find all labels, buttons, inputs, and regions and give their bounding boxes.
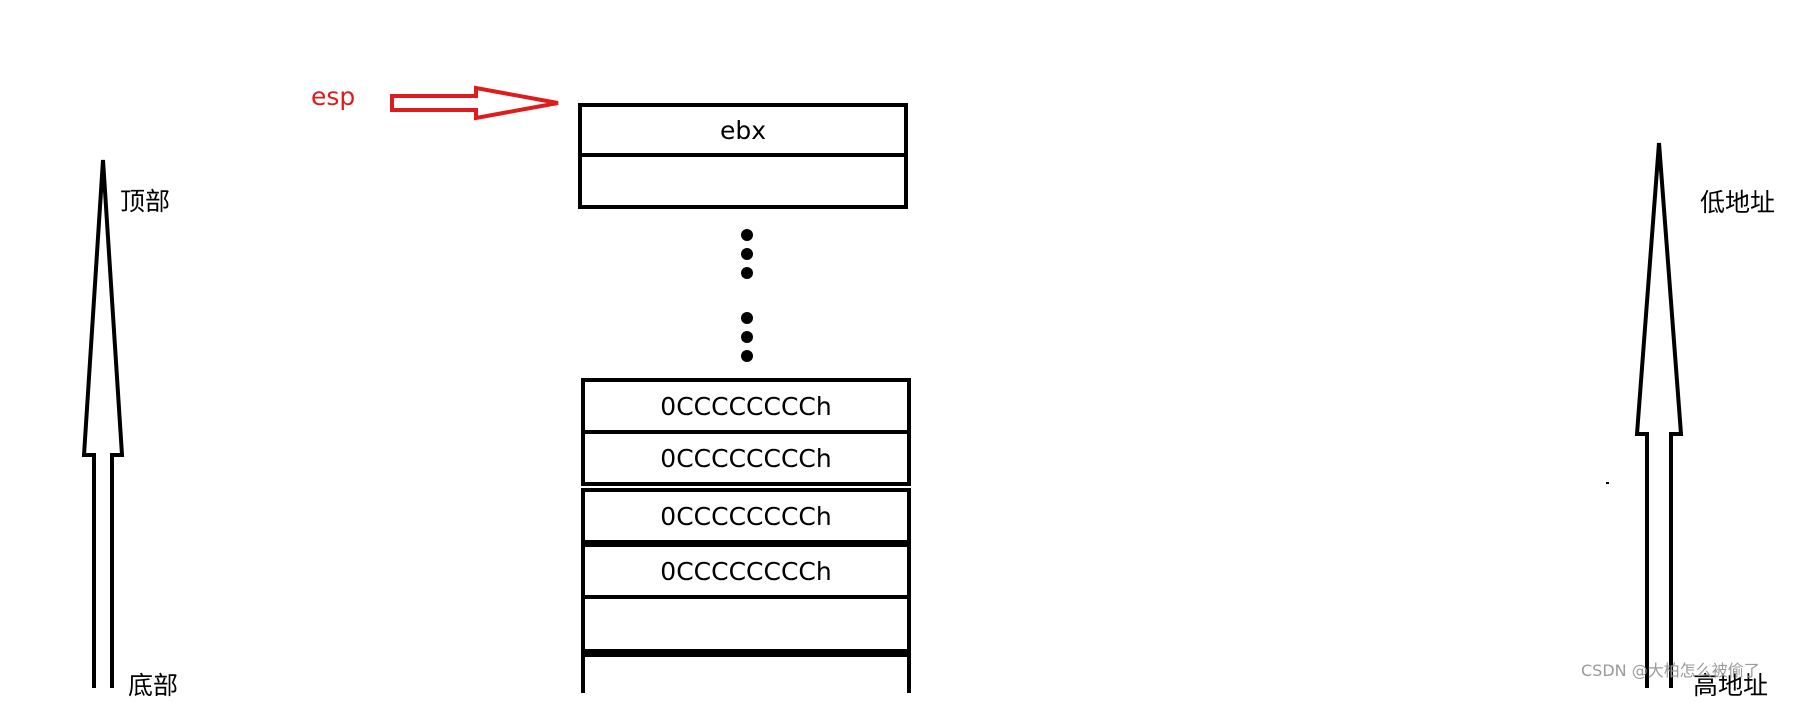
stack-cell-value: 0CCCCCCCCh	[581, 378, 911, 434]
ellipsis-dot	[741, 267, 753, 279]
stack-cell-value: 0CCCCCCCCh	[581, 430, 911, 486]
left-direction-arrow	[81, 159, 125, 688]
stack-cell-ebx: ebx	[578, 103, 908, 157]
ellipsis-dot	[741, 331, 753, 343]
left-bottom-label: 底部	[128, 671, 179, 700]
ellipsis-dot	[741, 248, 753, 260]
esp-pointer-arrow	[390, 85, 559, 121]
right-direction-arrow	[1634, 142, 1684, 688]
left-top-label: 顶部	[120, 187, 171, 216]
stray-mark	[1606, 482, 1609, 484]
stack-cell-empty	[581, 653, 911, 693]
stack-cell-empty	[581, 595, 911, 653]
stack-cell-empty	[578, 153, 908, 209]
ellipsis-dot	[741, 229, 753, 241]
esp-label: esp	[311, 82, 356, 111]
ellipsis-dot	[741, 350, 753, 362]
stack-cell-value: 0CCCCCCCCh	[581, 488, 911, 544]
ellipsis-dots	[741, 229, 753, 362]
ellipsis-dot	[741, 312, 753, 324]
right-top-label: 低地址	[1700, 188, 1776, 217]
stack-cell-value: 0CCCCCCCCh	[581, 543, 911, 599]
csdn-watermark: CSDN @大柏怎么被偷了	[1581, 661, 1760, 680]
